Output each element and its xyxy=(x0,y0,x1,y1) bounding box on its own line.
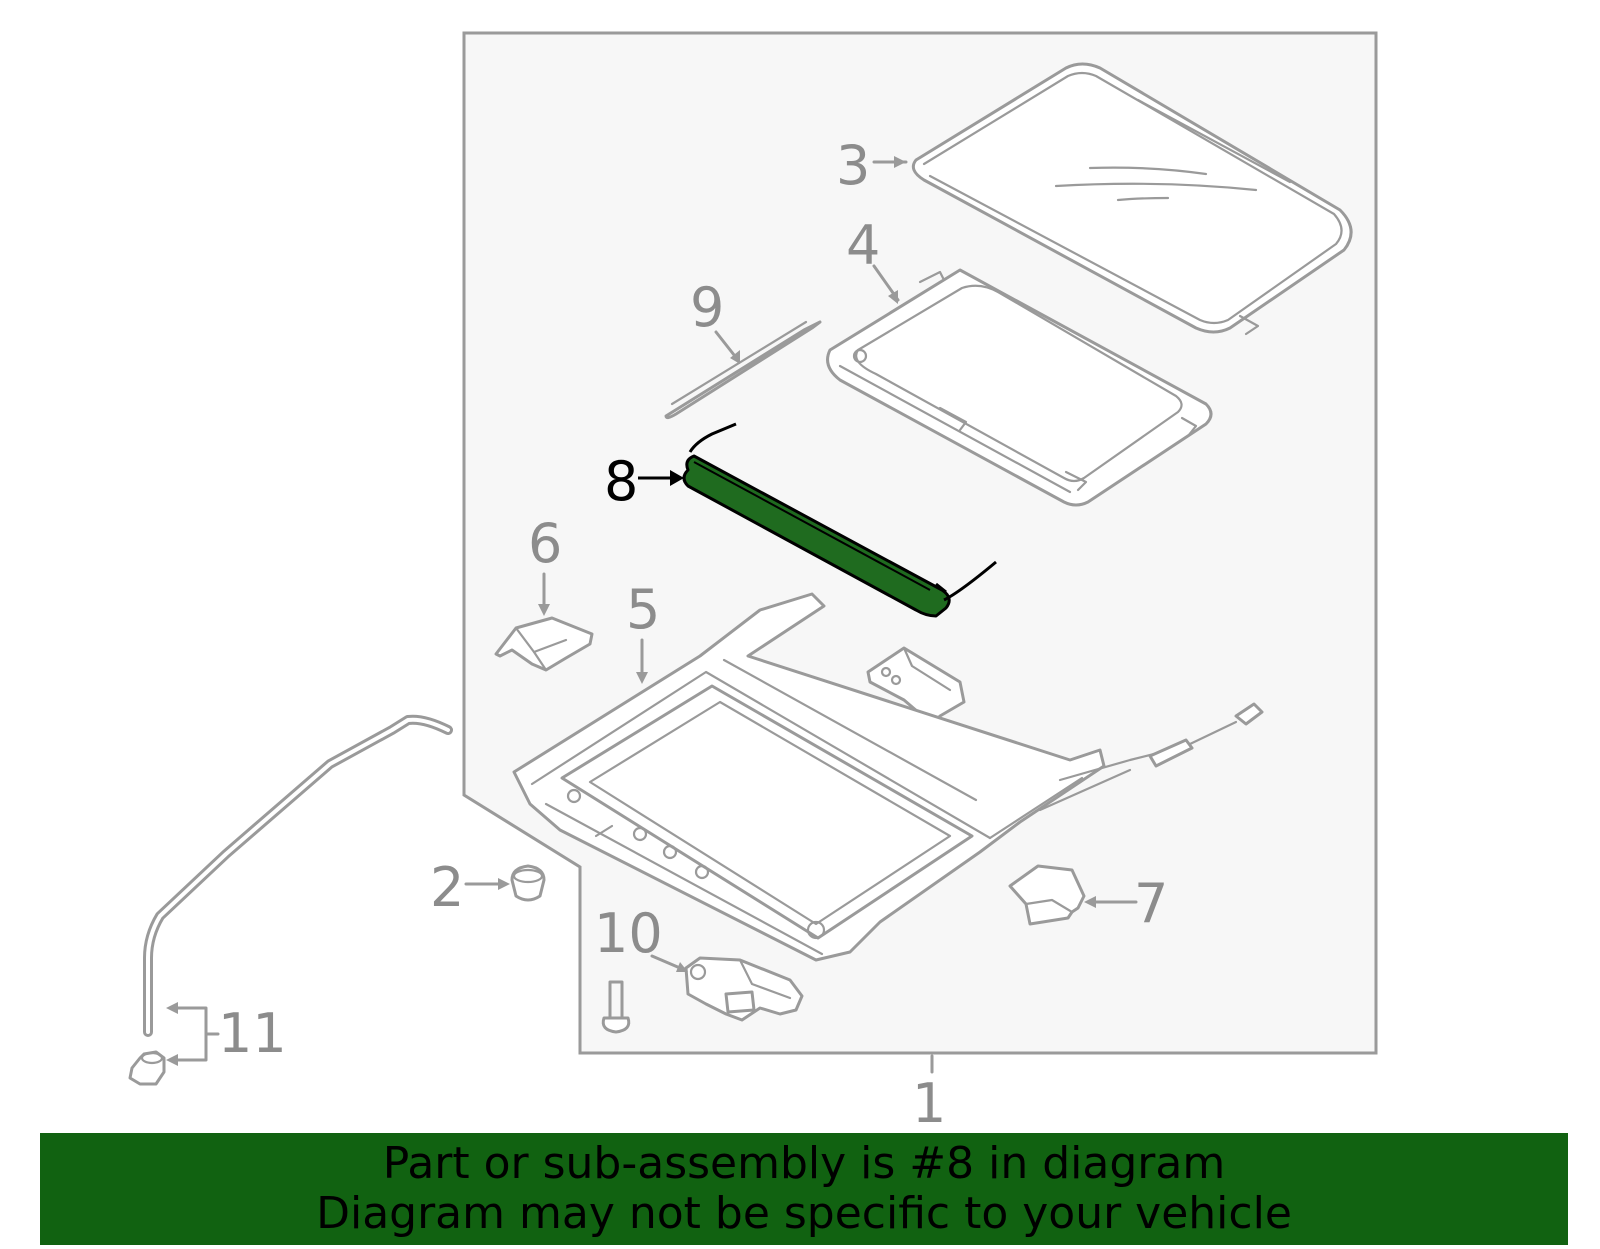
callout-11: 11 xyxy=(218,1002,287,1065)
part-7-bracket xyxy=(1008,864,1086,926)
callout-6: 6 xyxy=(528,512,562,575)
banner-line-1: Part or sub-assembly is #8 in diagram xyxy=(382,1138,1226,1189)
callout-9: 9 xyxy=(690,276,724,339)
part-8-highlighted-seal xyxy=(682,422,997,618)
callout-5: 5 xyxy=(626,578,660,641)
callout-4: 4 xyxy=(846,214,880,277)
part-10-motor xyxy=(684,956,804,1022)
part-3-glass-panel xyxy=(911,62,1353,336)
callout-8: 8 xyxy=(604,450,638,513)
callout-10: 10 xyxy=(594,902,663,965)
banner-line-2: Diagram may not be specific to your vehi… xyxy=(316,1188,1292,1239)
callout-3: 3 xyxy=(836,134,870,197)
info-banner: Part or sub-assembly is #8 in diagram Di… xyxy=(40,1133,1568,1245)
part-11-drain-hose xyxy=(128,714,453,1086)
callout-7: 7 xyxy=(1134,872,1168,935)
banner-background xyxy=(40,1133,1568,1245)
part-6-bracket xyxy=(494,616,594,672)
callout-2: 2 xyxy=(430,856,464,919)
callout-1: 1 xyxy=(912,1072,946,1135)
part-4-frame xyxy=(826,268,1213,507)
part-2-grommet xyxy=(510,864,546,902)
part-5-sunroof-frame xyxy=(512,592,1264,962)
leader-lines xyxy=(166,156,1138,1074)
bolt xyxy=(601,980,631,1034)
